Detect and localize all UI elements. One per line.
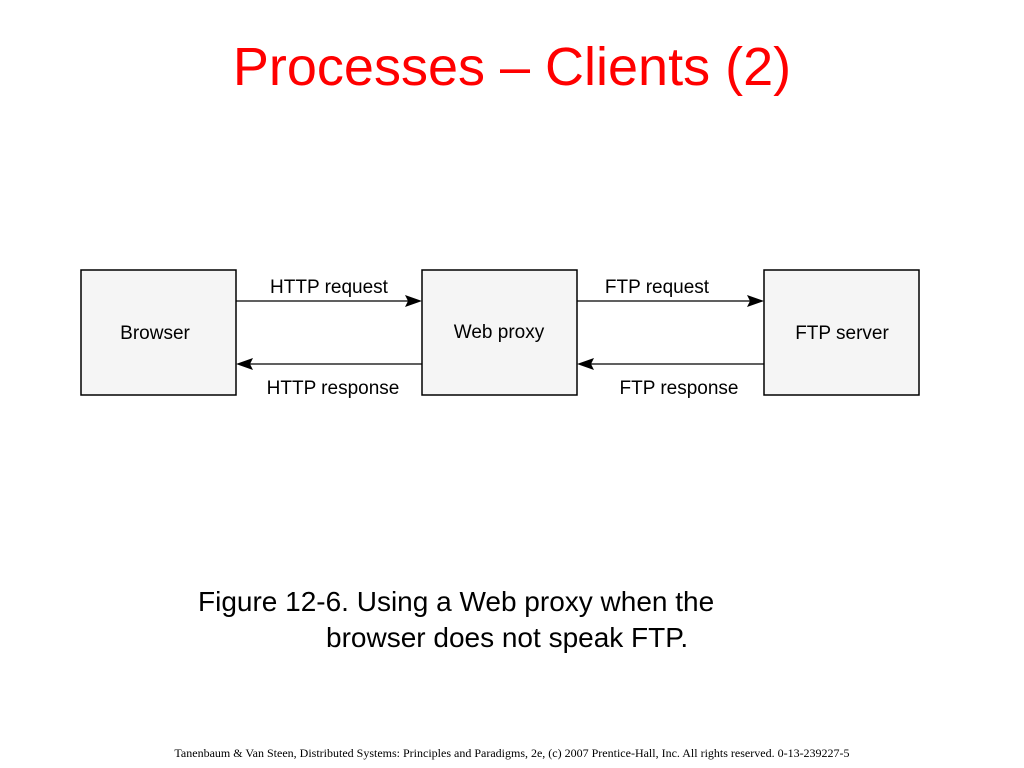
slide-title: Processes – Clients (2) xyxy=(232,37,792,97)
web-proxy-node: Web proxy xyxy=(421,269,578,396)
caption-line-2: browser does not speak FTP. xyxy=(326,622,689,653)
ftp-response-arrowhead xyxy=(577,358,594,370)
ftp-server-box xyxy=(763,269,920,396)
web-proxy-box xyxy=(421,269,578,396)
figure-caption: Figure 12-6. Using a Web proxy when the … xyxy=(160,584,864,656)
ftp-response-edge: FTP response xyxy=(577,358,764,399)
http-response-edge: HTTP response xyxy=(236,358,422,399)
ftp-server-node: FTP server xyxy=(763,269,920,396)
copyright-footer: Tanenbaum & Van Steen, Distributed Syste… xyxy=(174,746,850,760)
http-response-label: HTTP response xyxy=(267,378,400,399)
browser-node: Browser xyxy=(80,269,237,396)
http-request-edge: HTTP request xyxy=(236,277,422,307)
ftp-server-label: FTP server xyxy=(795,323,889,344)
ftp-request-arrowhead xyxy=(747,295,764,307)
ftp-response-label: FTP response xyxy=(620,378,739,399)
http-request-arrowhead xyxy=(405,295,422,307)
ftp-request-label: FTP request xyxy=(605,277,710,298)
http-response-arrowhead xyxy=(236,358,253,370)
http-request-label: HTTP request xyxy=(270,277,389,298)
caption-line-1: Figure 12-6. Using a Web proxy when the xyxy=(198,586,715,617)
browser-box xyxy=(80,269,237,396)
web-proxy-label: Web proxy xyxy=(454,322,545,343)
browser-label: Browser xyxy=(120,323,190,344)
ftp-request-edge: FTP request xyxy=(577,277,764,307)
